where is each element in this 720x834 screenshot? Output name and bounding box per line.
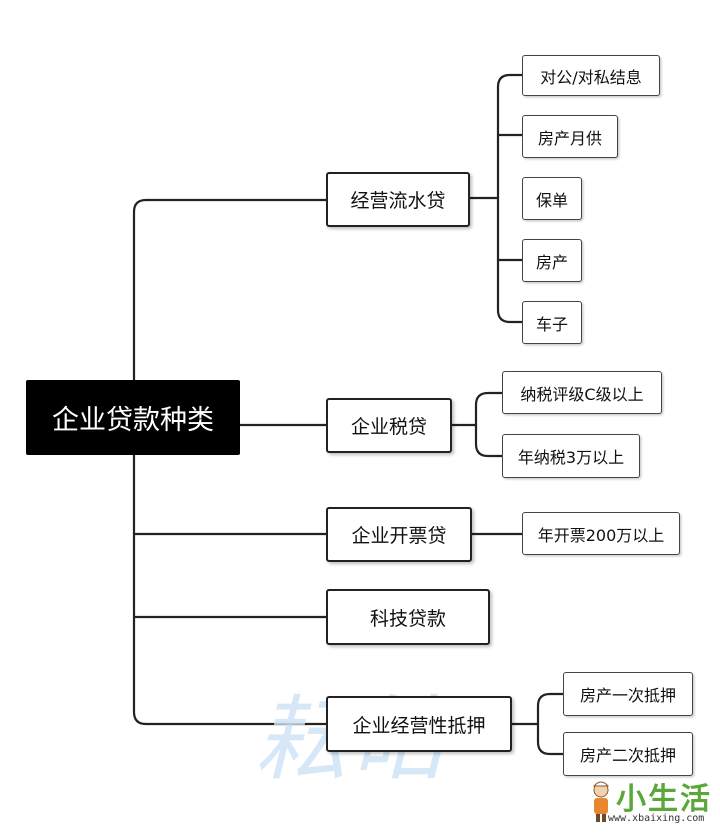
trunk-line-lower	[132, 453, 328, 726]
leaf-second-mortgage[interactable]: 房产二次抵押	[563, 732, 693, 776]
leaf-label: 年开票200万以上	[537, 525, 665, 545]
leaf-insurance-policy[interactable]: 保单	[522, 177, 582, 220]
leaf-mortgage-payment[interactable]: 房产月供	[522, 115, 618, 158]
logo-url: www.xbaixing.com	[608, 813, 705, 824]
leaf-annual-invoicing[interactable]: 年开票200万以上	[522, 512, 680, 555]
leaf-label: 纳税评级C级以上	[520, 384, 644, 404]
chef-icon	[592, 781, 610, 822]
leaf-annual-tax[interactable]: 年纳税3万以上	[502, 434, 640, 478]
root-node[interactable]: 企业贷款种类	[26, 380, 240, 455]
site-logo: 小生活 www.xbaixing.com	[588, 774, 714, 828]
connector-b5-spine	[536, 692, 565, 756]
leaf-label: 年纳税3万以上	[517, 448, 625, 467]
leaf-label: 房产月供	[537, 128, 602, 148]
branch-operating-flow-loan[interactable]: 经营流水贷	[326, 172, 470, 227]
leaf-label: 房产	[535, 252, 568, 272]
leaf-first-mortgage[interactable]: 房产一次抵押	[563, 672, 693, 716]
branch-label: 企业开票贷	[351, 525, 447, 547]
branch-label: 经营流水贷	[350, 190, 446, 212]
leaf-label: 房产二次抵押	[579, 746, 676, 765]
leaf-label: 保单	[535, 190, 568, 210]
leaf-tax-rating[interactable]: 纳税评级C级以上	[502, 371, 662, 414]
logo-text: 小生活	[616, 782, 712, 817]
branch-label: 科技贷款	[369, 607, 446, 630]
root-label: 企业贷款种类	[52, 405, 214, 436]
branch-label: 企业经营性抵押	[352, 714, 486, 737]
branch-tech-loan[interactable]: 科技贷款	[326, 589, 490, 645]
leaf-label: 房产一次抵押	[579, 686, 676, 705]
branch-mortgage-loan[interactable]: 企业经营性抵押	[326, 696, 512, 752]
leaf-label: 车子	[535, 314, 568, 334]
leaf-interest-settlement[interactable]: 对公/对私结息	[522, 55, 660, 96]
connector-b2-spine	[474, 391, 504, 458]
leaf-property[interactable]: 房产	[522, 239, 582, 282]
connector-b1-spine	[496, 73, 524, 324]
branch-tax-loan[interactable]: 企业税贷	[326, 398, 452, 453]
branch-invoice-loan[interactable]: 企业开票贷	[326, 507, 472, 562]
trunk-line	[132, 198, 328, 382]
leaf-car[interactable]: 车子	[522, 301, 582, 344]
leaf-label: 对公/对私结息	[540, 67, 642, 87]
branch-label: 企业税贷	[350, 416, 427, 438]
